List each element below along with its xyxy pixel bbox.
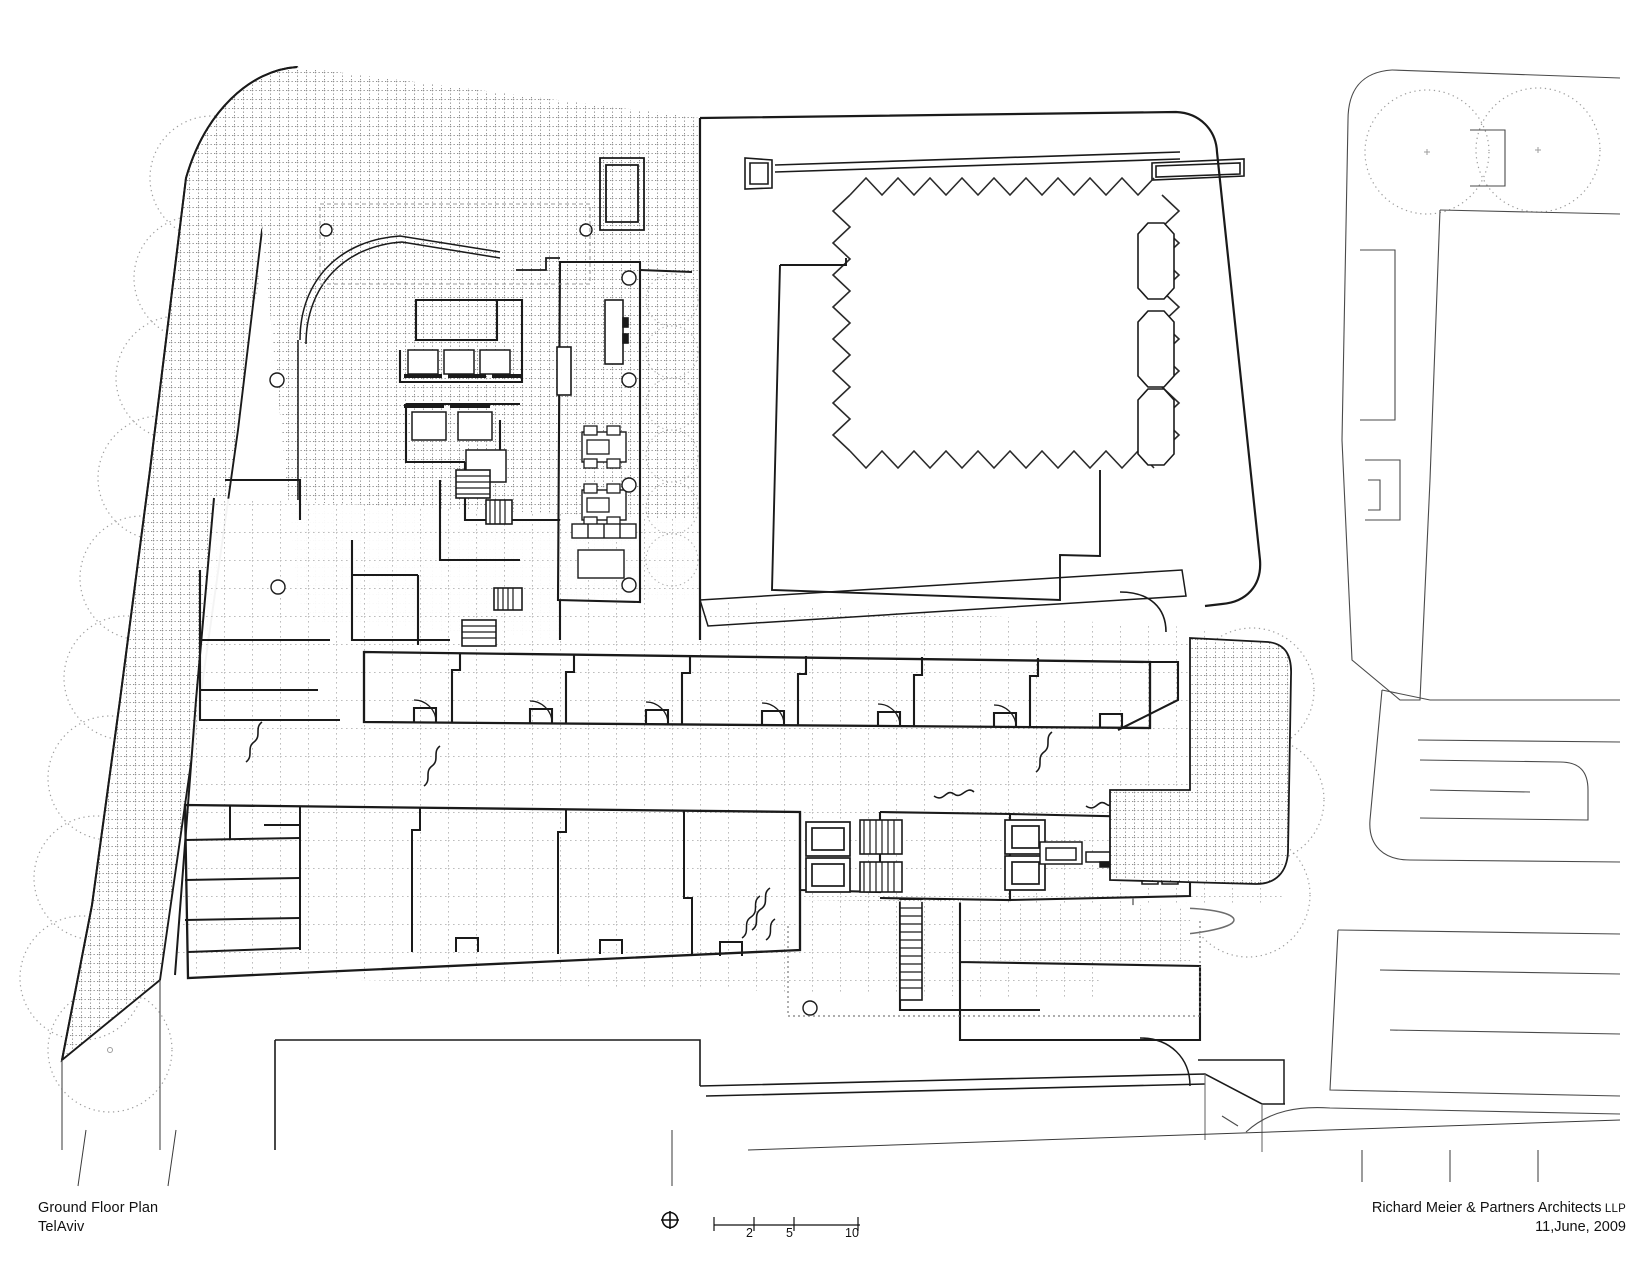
plot-lines-sw xyxy=(61,980,161,1150)
dashed-setout-box xyxy=(319,203,591,285)
central-wing-rooms xyxy=(450,653,1040,727)
scale-group: 2 5 10 xyxy=(660,1199,890,1240)
scale-tick-5: 5 xyxy=(786,1226,793,1240)
neighbour-block-e xyxy=(1369,689,1621,863)
elevator-bank-east xyxy=(1004,819,1046,891)
central-wing xyxy=(362,650,1152,730)
bench-row xyxy=(571,523,637,579)
neighbour-block-se xyxy=(1329,929,1621,1097)
counter-blocks xyxy=(407,349,511,483)
cafe-table-1 xyxy=(581,425,627,469)
arcade-dotted-arcs xyxy=(645,273,699,587)
planter-group xyxy=(1137,222,1175,466)
south-wing-shrubs xyxy=(741,895,776,941)
terrace-dotted-outline xyxy=(787,920,1201,1017)
tree-canopy-group-east xyxy=(1185,87,1601,958)
titleblock-leader-lines xyxy=(77,1119,1621,1187)
entry-canopy-curve xyxy=(297,235,501,500)
drawing-title-group: Ground Floor Plan TelAviv xyxy=(38,1199,158,1237)
door-swing-arcs xyxy=(413,699,1017,728)
stair-se-long xyxy=(899,899,923,1001)
se-roundel xyxy=(1139,1037,1285,1104)
stair-nw-core xyxy=(455,469,523,647)
architect-firm-name: Richard Meier & Partners Architects xyxy=(1371,1199,1602,1216)
cafe-table-2 xyxy=(581,483,627,527)
se-paving xyxy=(800,900,1190,962)
neighbour-block-s xyxy=(1221,1107,1621,1133)
north-arrow-icon xyxy=(661,1211,679,1229)
scale-tick-2: 2 xyxy=(746,1226,753,1240)
central-wing-east-end xyxy=(1117,660,1180,731)
site-boundary xyxy=(61,66,298,1061)
south-wing-partitions xyxy=(184,806,693,956)
architect-firm: Richard Meier & Partners Architects LLP xyxy=(1372,1199,1626,1218)
neighbour-block-ne xyxy=(1341,69,1621,701)
courtyard-retaining-wall xyxy=(771,258,1101,601)
main-building-outline xyxy=(698,110,1262,640)
drawing-location: TelAviv xyxy=(38,1218,85,1235)
counter-shadow xyxy=(404,374,522,408)
service-bar xyxy=(699,569,1187,627)
tree-trunk-group-west xyxy=(107,1047,113,1053)
south-wing-door-notches xyxy=(455,937,743,956)
tree-centre-marks xyxy=(1424,147,1541,155)
south-entry-road xyxy=(274,1039,1285,1150)
column-group xyxy=(269,223,818,1016)
nw-interior-walls xyxy=(198,260,693,722)
east-paved-spur xyxy=(1109,637,1292,885)
central-wing-door-notches xyxy=(412,706,1124,728)
architect-firm-suffix: LLP xyxy=(1601,1202,1626,1215)
drawing-date: 11,June, 2009 xyxy=(1535,1218,1626,1235)
nw-small-rooms xyxy=(516,157,645,271)
reception-counter xyxy=(556,299,629,396)
east-ramp xyxy=(1119,591,1167,633)
courtyard-sawtooth-edge xyxy=(831,176,1181,470)
south-entry-road-thin xyxy=(1204,1074,1263,1152)
credits-group: Richard Meier & Partners Architects LLP … xyxy=(1372,1199,1626,1237)
north-gallery-glazing xyxy=(744,151,1245,190)
drawing-title: Ground Floor Plan xyxy=(38,1199,159,1216)
title-block: Ground Floor Plan TelAviv 2 5 10 Richard… xyxy=(0,1155,1650,1275)
scale-tick-10: 10 xyxy=(845,1226,859,1240)
stair-se-lower xyxy=(859,861,903,893)
stair-se-upper xyxy=(859,819,903,855)
scale-bar xyxy=(713,1217,860,1231)
elevator-bank-west xyxy=(805,821,851,893)
